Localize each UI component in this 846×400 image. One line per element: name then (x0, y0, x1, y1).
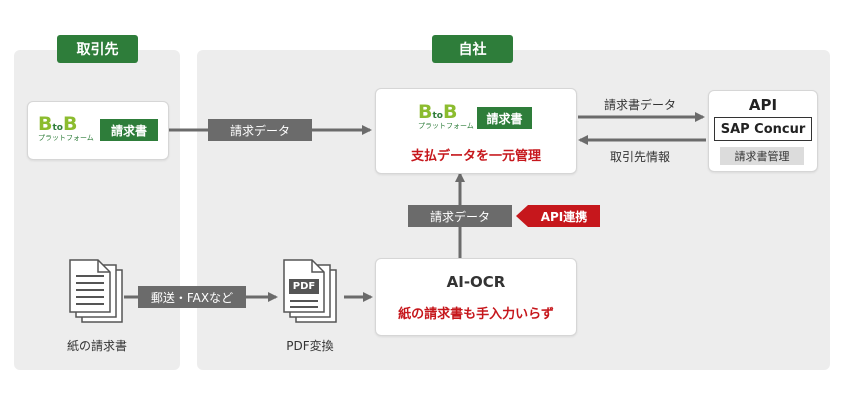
invoice-data-label: 請求データ (208, 119, 312, 141)
api-card: API SAP Concur 請求書管理 (708, 90, 818, 172)
partner-info-label: 取引先情報 (609, 150, 670, 164)
btob-logo: BtoB プラットフォーム (418, 101, 474, 131)
invoice-badge: 請求書 (100, 119, 158, 141)
api-title: API (748, 96, 778, 114)
partner-panel-title: 取引先 (57, 35, 138, 63)
no-manual-entry-caption: 紙の請求書も手入力いらず (398, 307, 554, 322)
btob-partner-card: BtoB プラットフォーム 請求書 (27, 101, 169, 160)
invoice-badge: 請求書 (477, 107, 532, 129)
ocr-invoice-data-label: 請求データ (408, 205, 512, 227)
pdf-icon-label: PDF (292, 281, 316, 292)
ai-ocr-title: AI-OCR (446, 273, 506, 291)
api-link-label: API連携 (528, 205, 600, 227)
invoice-management-label: 請求書管理 (720, 147, 804, 165)
invoice-book-data-label: 請求書データ (603, 98, 676, 112)
btob-company-card: BtoB プラットフォーム 請求書 支払データを一元管理 (375, 88, 577, 174)
pdf-conversion-caption: PDF変換 (286, 339, 334, 353)
ai-ocr-card: AI-OCR 紙の請求書も手入力いらず (375, 258, 577, 336)
sap-concur-box: SAP Concur (714, 117, 812, 141)
company-panel-title: 自社 (432, 35, 513, 63)
centralized-payment-caption: 支払データを一元管理 (410, 149, 541, 164)
mail-fax-label: 郵送・FAXなど (138, 286, 246, 308)
paper-invoice-caption: 紙の請求書 (66, 339, 127, 353)
btob-logo: BtoB プラットフォーム (38, 113, 94, 143)
